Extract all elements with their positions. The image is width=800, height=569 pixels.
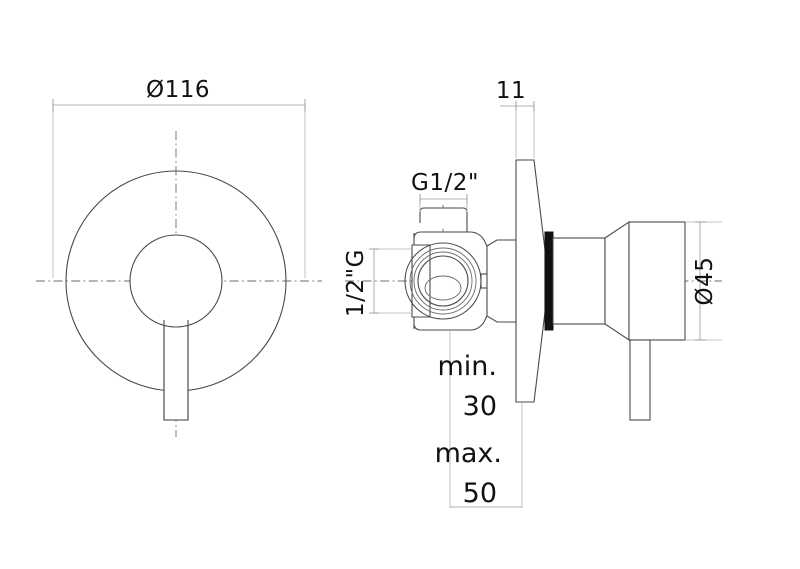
depth-max-word: max. <box>435 438 502 469</box>
dim-11-label: 11 <box>496 78 526 104</box>
dim-116-label: Ø116 <box>146 77 210 103</box>
knob-body <box>628 221 686 341</box>
depth-max-value: 50 <box>463 478 497 509</box>
escutcheon-plate-profile <box>515 159 546 403</box>
escutcheon-gasket-ring <box>544 231 554 331</box>
side-inlet-bore-ellipse <box>424 275 462 301</box>
side-inlet-ring-3 <box>413 251 473 311</box>
cartridge-collar <box>486 239 517 323</box>
knob-cone-transition <box>604 220 630 342</box>
depth-min-word: min. <box>438 351 498 382</box>
side-inlet-ring-inner <box>417 255 469 307</box>
dim-12g-label: 1/2"G <box>343 249 369 317</box>
depth-min-value: 30 <box>463 391 497 422</box>
dim-45-label: Ø45 <box>692 257 718 306</box>
side-view-lever-handle <box>629 339 651 421</box>
valve-top-inlet-boss <box>419 207 468 235</box>
dim-g12-label: G1/2" <box>411 170 479 196</box>
front-view-knob-circle <box>129 234 223 328</box>
knob-base-cylinder <box>552 237 606 325</box>
front-view-group: Ø116 <box>36 77 322 437</box>
side-inlet-ring-2 <box>409 247 477 315</box>
front-view-lever-outline <box>163 320 189 421</box>
side-view-group: 11 G1/2" 1/2"G Ø45 <box>343 78 722 509</box>
